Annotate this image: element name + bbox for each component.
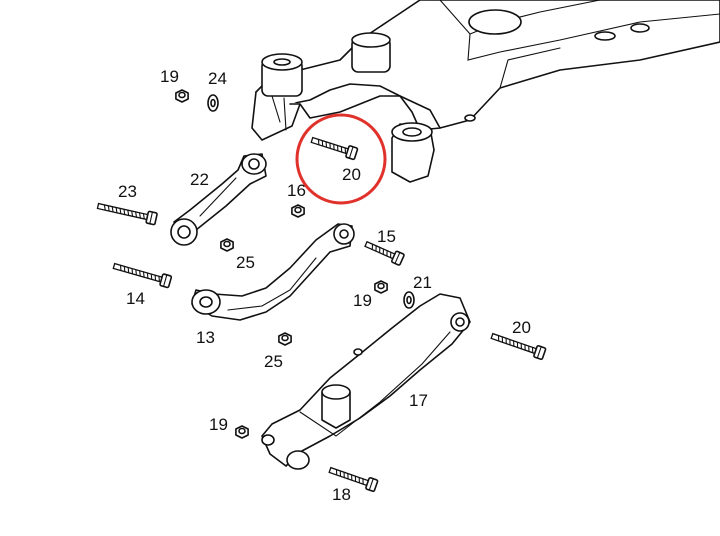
bolt-18: [328, 466, 379, 493]
callout-25b: 25: [264, 352, 283, 371]
callout-13: 13: [196, 328, 215, 347]
washer-24: [207, 94, 219, 112]
bolt-23: [96, 202, 158, 226]
callout-19c: 19: [209, 415, 228, 434]
nut-25a: [220, 238, 234, 252]
lower-control-arm-17: [261, 293, 471, 470]
bolt-20b: [490, 332, 547, 361]
callout-19b: 19: [353, 291, 372, 310]
nut-19a: [175, 89, 189, 103]
callout-25a: 25: [236, 253, 255, 272]
nut-25b: [278, 332, 292, 346]
callout-16: 16: [287, 181, 306, 200]
callout-22: 22: [190, 170, 209, 189]
nut-19b: [374, 280, 388, 294]
nut-layer: [175, 89, 415, 439]
curved-control-arm-13: [191, 223, 355, 321]
callout-24: 24: [208, 69, 227, 88]
rear-subframe: [251, 0, 720, 183]
callout-18: 18: [332, 485, 351, 504]
callout-15: 15: [377, 227, 396, 246]
callout-20a: 20: [342, 165, 361, 184]
upper-control-arm-22: [170, 153, 267, 246]
callout-21: 21: [413, 273, 432, 292]
bolt-layer: [96, 136, 547, 493]
highlight-circle: [295, 113, 387, 205]
bolt-20a: [310, 136, 359, 161]
washer-21: [403, 291, 415, 309]
nut-16: [291, 204, 305, 218]
bolt-15: [364, 240, 405, 266]
callout-labels: 19 24 22 20 23 16 15 25 21 14 19 13 20 2…: [118, 67, 531, 504]
callout-14: 14: [126, 289, 145, 308]
nut-19c: [235, 425, 249, 439]
callout-20b: 20: [512, 318, 531, 337]
callout-19a: 19: [160, 67, 179, 86]
callout-17: 17: [409, 391, 428, 410]
bolt-14: [112, 262, 173, 289]
callout-23: 23: [118, 182, 137, 201]
